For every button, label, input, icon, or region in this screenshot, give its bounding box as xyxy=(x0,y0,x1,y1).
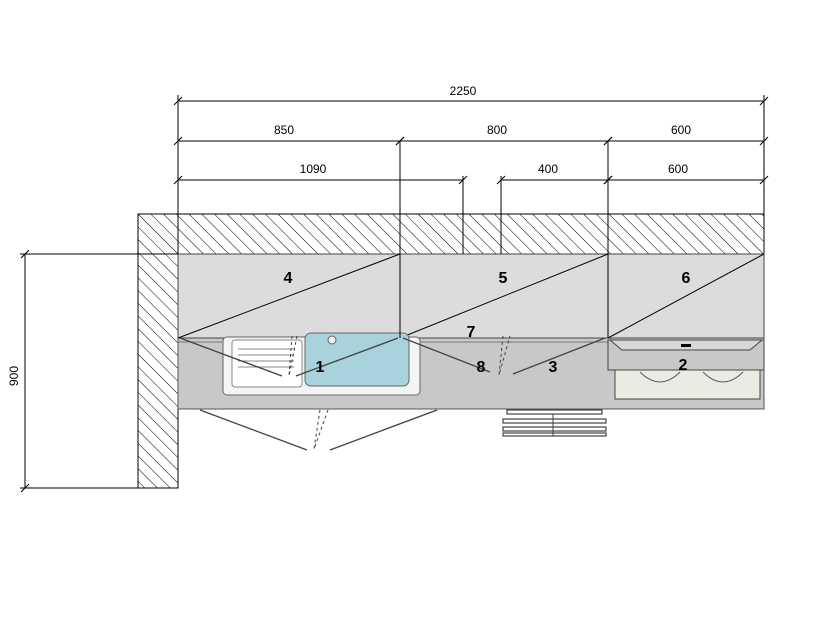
label-2: 2 xyxy=(679,357,688,374)
cabinet-diagonal-6 xyxy=(607,253,765,339)
wall-cabinets xyxy=(177,253,765,339)
dim-tick xyxy=(173,175,183,185)
side-wall xyxy=(137,213,179,489)
dim-tick xyxy=(759,175,769,185)
sink-drainboard xyxy=(231,339,303,388)
dim-tick xyxy=(759,136,769,146)
cabinet-diagonal-5 xyxy=(399,253,609,339)
label-8: 8 xyxy=(477,359,486,376)
label-6: 6 xyxy=(682,270,691,287)
hob-unit xyxy=(607,339,765,400)
back-wall xyxy=(137,213,765,255)
hob-handle xyxy=(681,344,691,347)
dim-top-2: 800 xyxy=(487,123,507,137)
label-3: 3 xyxy=(549,359,558,376)
label-5: 5 xyxy=(499,270,508,287)
sink-basin xyxy=(304,332,410,387)
dim-overall: 2250 xyxy=(450,84,477,98)
label-4: 4 xyxy=(284,270,293,287)
dim-depth: 900 xyxy=(7,366,21,386)
dim-mid-1: 1090 xyxy=(300,162,327,176)
door-swings xyxy=(179,335,606,451)
oven-window xyxy=(614,369,761,400)
dimension-lines xyxy=(20,95,769,493)
dim-top-1: 850 xyxy=(274,123,294,137)
dim-tick xyxy=(603,175,613,185)
label-1: 1 xyxy=(316,359,325,376)
sink-tap xyxy=(327,335,337,345)
dim-mid-3: 600 xyxy=(668,162,688,176)
dim-mid-2: 400 xyxy=(538,162,558,176)
cabinet-diagonal-4 xyxy=(177,253,401,339)
wall-hatched xyxy=(137,213,765,489)
drawer-lines xyxy=(502,409,607,437)
dim-tick xyxy=(173,136,183,146)
dim-top-3: 600 xyxy=(671,123,691,137)
label-7: 7 xyxy=(467,324,476,341)
